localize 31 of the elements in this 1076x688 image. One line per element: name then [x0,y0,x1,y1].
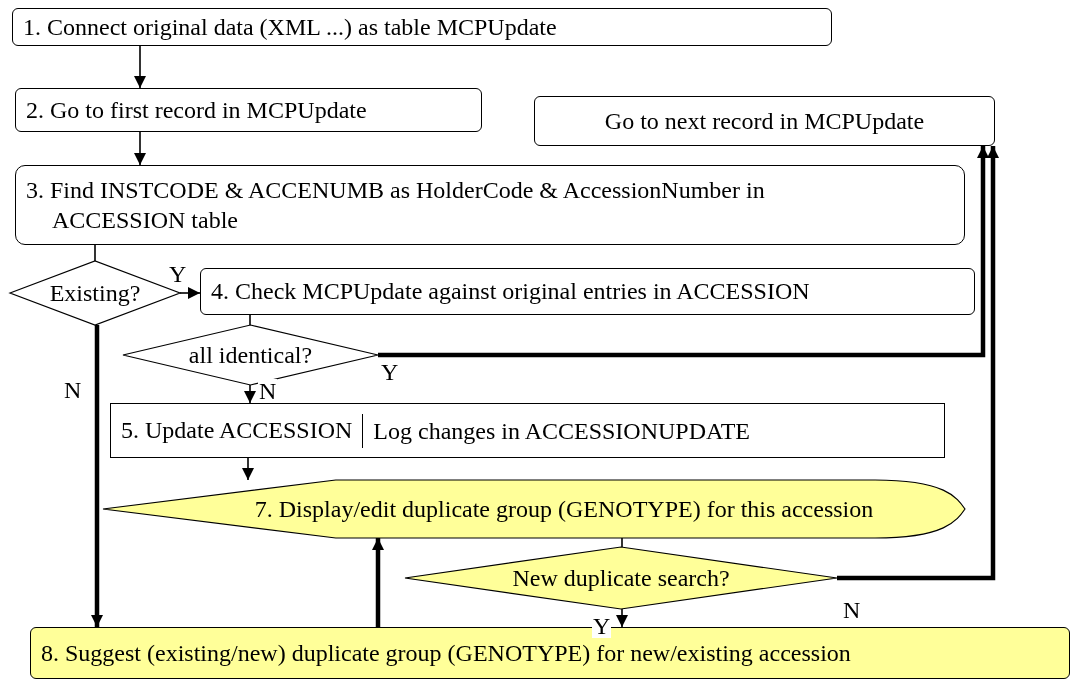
process-box [534,96,995,146]
node-text: Go to next record in MCPUpdate [604,107,925,135]
process-box [15,88,482,132]
node-text: all identical? [188,341,313,369]
process-box [200,268,975,315]
arrow [837,146,999,581]
decision-diamond [123,325,378,385]
arrow [91,325,103,627]
node-text: 3. Find INSTCODE & ACCENUMB as HolderCode & AccessionNumber in ACCESSION table [26,176,766,235]
process-box [110,403,945,458]
process-box [15,165,965,245]
node-text: 4. Check MCPUpdate against original entries in ACCESSION [211,278,810,305]
node-text: Log changes in ACCESSIONUPDATE [362,413,750,448]
node-text: 1. Connect original data (XML ...) as table MCPUpdate [23,13,557,41]
arrow [179,287,201,299]
node-text: 8. Suggest (existing/new) duplicate group (GENOTYPE) for new/existing accession [41,639,851,667]
display-shape [103,480,965,538]
arrow [372,538,384,627]
node-text: New duplicate search? [512,564,730,592]
process-box [12,8,832,46]
decision-diamond [405,547,837,609]
node-text: Existing? [49,279,141,307]
arrow [134,131,146,166]
node-text: 7. Display/edit duplicate group (GENOTYPE) for this accession [254,495,874,523]
arrow [244,384,256,404]
node-text: 2. Go to first record in MCPUpdate [26,96,367,124]
node-text: 5. Update ACCESSION [121,417,353,444]
arrow [616,608,628,628]
arrow [242,457,254,481]
arrow [134,45,146,89]
arrow [378,146,989,358]
